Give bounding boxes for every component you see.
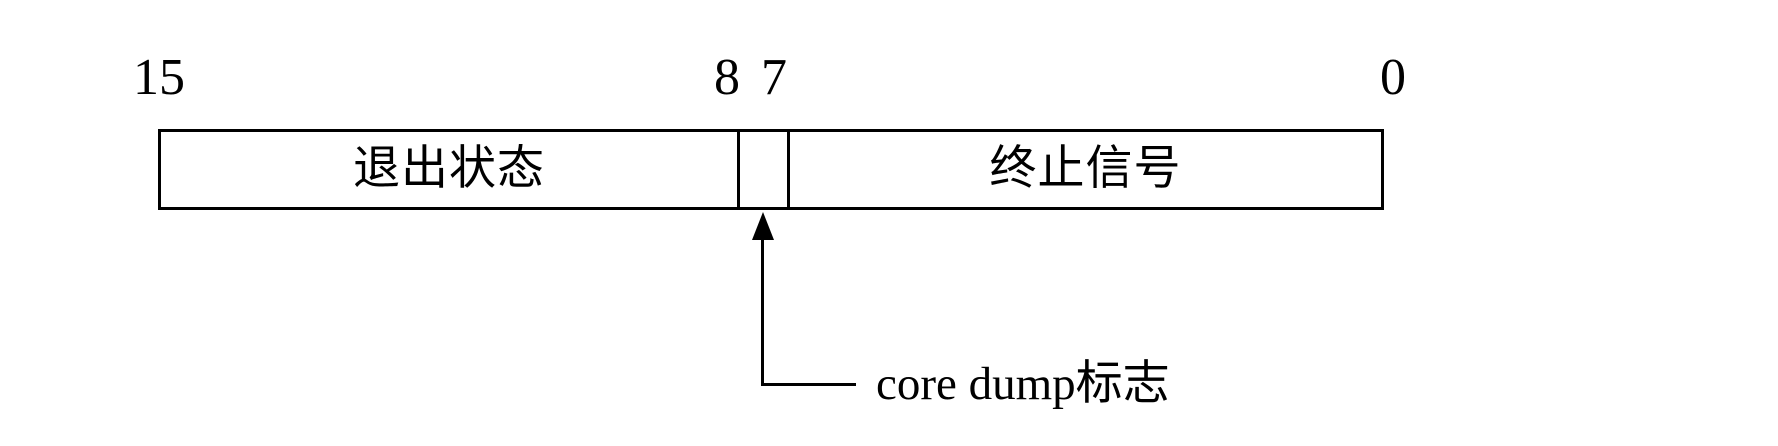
core-dump-arrow-elbow <box>761 383 856 386</box>
core-dump-annotation: core dump标志 <box>876 358 1170 410</box>
bit-label-8: 8 <box>714 49 740 106</box>
field-termination-signal: 终止信号 <box>787 132 1381 207</box>
bit-label-15: 15 <box>133 49 185 106</box>
core-dump-arrow-line <box>761 236 764 386</box>
bit-label-0: 0 <box>1380 49 1406 106</box>
bit-label-7: 7 <box>761 49 787 106</box>
field-termination-signal-label: 终止信号 <box>989 143 1182 195</box>
status-word-box: 退出状态 终止信号 <box>158 129 1384 210</box>
field-core-dump-flag <box>737 132 787 207</box>
field-exit-status: 退出状态 <box>161 132 737 207</box>
field-exit-status-label: 退出状态 <box>353 143 545 195</box>
core-dump-arrow-head <box>752 212 774 240</box>
